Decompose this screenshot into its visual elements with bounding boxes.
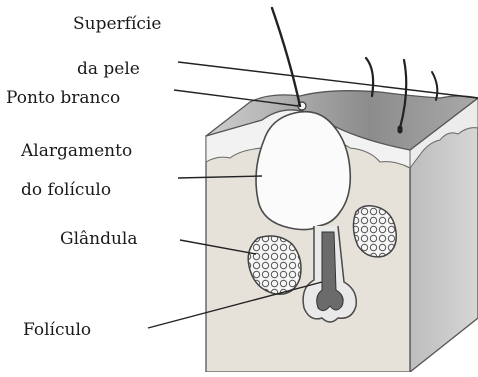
enlarged-follicle [256,112,350,230]
label-superficie-line1: Superfície [73,16,161,33]
label-alargamento-line2: do folículo [21,182,111,199]
label-foliculo: Folículo [23,322,91,339]
label-alargamento-line1: Alargamento [21,143,132,160]
hair-2 [366,58,373,96]
hair-4 [432,72,437,100]
label-superficie-line2: da pele [77,61,140,78]
label-ponto-branco: Ponto branco [6,90,120,107]
skin-block [206,91,478,372]
label-glandula: Glândula [60,231,138,248]
hair-1 [272,8,300,106]
